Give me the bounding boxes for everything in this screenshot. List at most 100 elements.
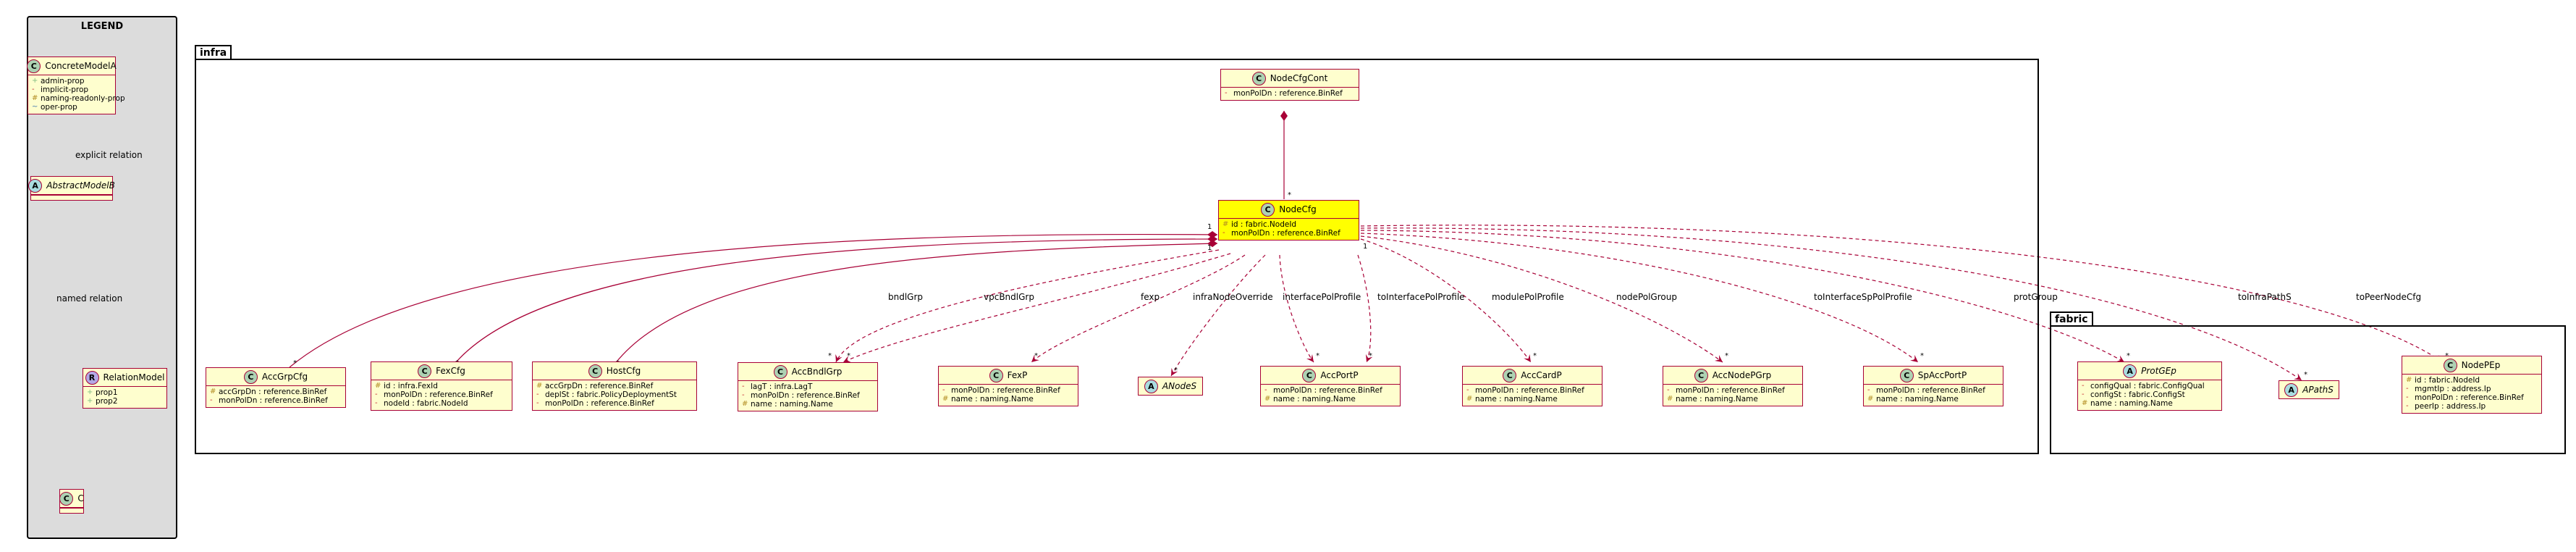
attr: name : naming.Name [2090, 399, 2173, 408]
tointerfacesppolprofile-edge [1360, 233, 1919, 363]
protgroup-edge [1360, 230, 2125, 363]
class-icon: C [1261, 202, 1275, 217]
legend-named-label: named relation [56, 293, 123, 304]
class-icon: C [1694, 368, 1708, 382]
attr: monPolDn : reference.BinRef [545, 399, 654, 408]
attr: name : naming.Name [951, 395, 1034, 403]
mult-nodecfg-1: 1 [1207, 223, 1212, 231]
attr: implicit-prop [41, 85, 89, 94]
attr: admin-prop [41, 77, 85, 85]
attr: monPolDn : reference.BinRef [1231, 229, 1340, 238]
edge-label-nodepolgroup: nodePolGroup [1616, 292, 1677, 302]
attr: monPolDn : reference.BinRef [1676, 386, 1785, 395]
accgrpcfg-edge [289, 230, 1218, 368]
hostcfg-edge [612, 240, 1218, 368]
attr: lagT : infra.LagT [751, 382, 813, 391]
modulepolprofile-edge [1360, 238, 1532, 363]
attr: name : naming.Name [751, 400, 833, 409]
attr: accGrpDn : reference.BinRef [545, 382, 654, 390]
edge-label-tointerfacepolprofile: toInterfacePolProfile [1377, 292, 1465, 302]
tointerfacepolprofile-edge [1357, 254, 1373, 363]
abstract-icon: A [1144, 379, 1158, 393]
edge-label-modulepolprofile: modulePolProfile [1492, 292, 1564, 302]
mult-nodecfg-3: 1 [1363, 243, 1367, 251]
attr: monPolDn : reference.BinRef [1876, 386, 1985, 395]
mult-accgrpcfg: * [293, 359, 297, 367]
attr: deplSt : fabric.PolicyDeploymentSt [545, 390, 677, 399]
class-icon: C [243, 369, 258, 384]
mult-accbndlgrp-a: * [828, 352, 832, 360]
attr: name : naming.Name [1475, 395, 1558, 403]
mult-accportp-a: * [1316, 352, 1319, 360]
mult-accnodepgrp: * [1725, 352, 1728, 360]
edge-label-toinfrapaths: toInfraPathS [2238, 292, 2292, 302]
edge-label-fexp: fexp [1141, 292, 1160, 302]
interfacepolprofile-edge [1279, 254, 1314, 363]
mult-fexp: * [1034, 352, 1038, 360]
mult-anodes: * [1174, 367, 1178, 375]
attr: prop2 [96, 397, 118, 406]
abstract-icon: A [28, 178, 43, 193]
class-icon: C [773, 364, 787, 379]
class-icon: C [1503, 368, 1517, 382]
nodepolgroup-edge [1360, 235, 1723, 363]
mult-spaccportp: * [1920, 352, 1924, 360]
mult-cont: * [1288, 191, 1291, 199]
mult-accportp-b: * [1369, 352, 1372, 360]
attr: oper-prop [41, 103, 77, 112]
package-infra [195, 59, 2039, 454]
mult-apaths: * [2304, 371, 2307, 379]
attr: naming-readonly-prop [41, 94, 125, 103]
attr: accGrpDn : reference.BinRef [219, 388, 327, 396]
class-icon: C [1899, 368, 1914, 382]
attr: name : naming.Name [1273, 395, 1356, 403]
legend-explicit-label: explicit relation [75, 150, 143, 160]
abstract-icon: A [2123, 364, 2137, 378]
toinfrapaths-edge [1360, 227, 2302, 381]
class-icon: C [588, 364, 602, 378]
attr: peerIp : address.Ip [2415, 402, 2486, 411]
attr: configQual : fabric.ConfigQual [2090, 382, 2205, 390]
mult-acccardp: * [1533, 352, 1537, 360]
attr: name : naming.Name [1876, 395, 1959, 403]
attr: monPolDn : reference.BinRef [751, 391, 860, 400]
class-icon: C [1251, 71, 1266, 85]
attr: monPolDn : reference.BinRef [384, 390, 493, 399]
legend-title: LEGEND [80, 21, 124, 32]
package-fabric [2050, 325, 2566, 454]
class-icon: C [59, 491, 74, 506]
attr: id : infra.FexId [384, 382, 438, 390]
abstract-icon: A [2284, 382, 2299, 397]
attr: configSt : fabric.ConfigSt [2090, 390, 2185, 399]
class-icon: C [27, 59, 41, 73]
mult-nodecfg-2: 1 [1207, 244, 1212, 252]
mult-protgep: * [2127, 352, 2130, 360]
class-icon: C [2443, 358, 2457, 372]
attr: monPolDn : reference.BinRef [1273, 386, 1382, 395]
edge-label-topeernodecfg: toPeerNodeCfg [2356, 292, 2422, 302]
attr: monPolDn : reference.BinRef [219, 396, 328, 405]
edge-label-infranodeoverride: infraNodeOverride [1193, 292, 1273, 302]
attr: monPolDn : reference.BinRef [951, 386, 1060, 395]
attr: id : fabric.NodeId [2415, 376, 2480, 385]
edge-label-interfacepolprofile: interfacePolProfile [1283, 292, 1361, 302]
